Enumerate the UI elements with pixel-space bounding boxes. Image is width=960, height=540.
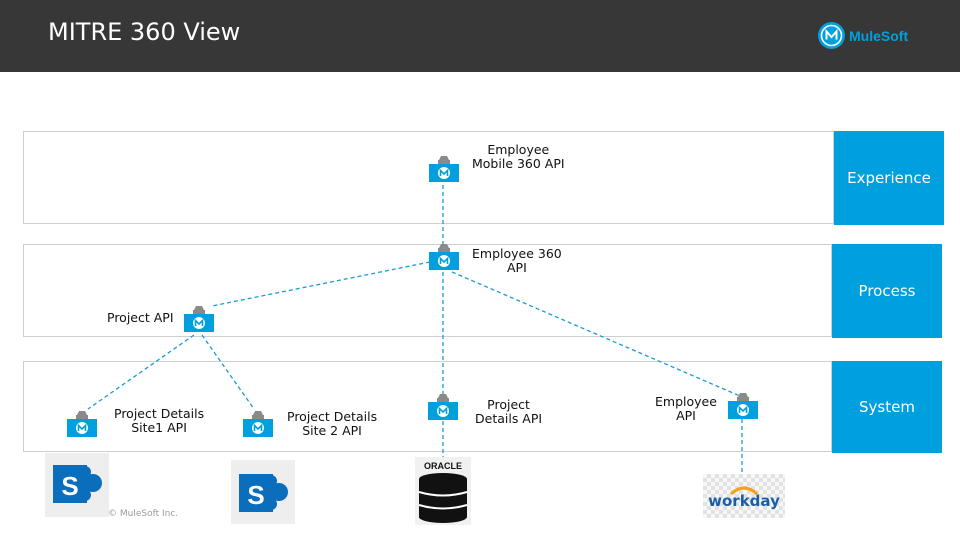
mulesoft-logo: MuleSoft (818, 22, 908, 49)
sharepoint-letter: S (61, 471, 78, 501)
oracle-label: ORACLE (424, 461, 462, 471)
link-project-to-site1 (87, 334, 195, 410)
project-details-site1-api-label: Project Details Site1 API (114, 406, 205, 435)
process-layer (23, 244, 832, 337)
employee-api-label: Employee API (655, 394, 717, 423)
experience-layer-tag: Experience (834, 131, 944, 225)
link-project-to-site2 (201, 334, 255, 410)
header-bar: MITRE 360 View MuleSoft (0, 0, 960, 72)
employee-360-api-label: Employee 360 API (472, 246, 562, 275)
link-employee360-to-employee (451, 271, 741, 397)
project-api-label: Project API (107, 310, 174, 325)
system-layer (23, 361, 832, 452)
sharepoint-icon: S (231, 460, 295, 524)
employee-mobile-360-api-icon[interactable] (428, 155, 460, 183)
project-details-site1-api-icon[interactable] (66, 410, 98, 438)
sharepoint-letter: S (247, 480, 264, 510)
sharepoint-icon: S (45, 453, 109, 517)
project-details-site2-api-icon[interactable] (242, 410, 274, 438)
project-api-icon[interactable] (183, 305, 215, 333)
oracle-database-icon: ORACLE (415, 457, 471, 525)
employee-api-icon[interactable] (727, 392, 759, 420)
page-title: MITRE 360 View (48, 18, 241, 46)
project-details-api-label: Project Details API (475, 397, 543, 426)
process-layer-tag: Process (832, 244, 942, 338)
workday-logo-icon: workday (703, 474, 785, 518)
mulesoft-logo-icon (818, 22, 845, 49)
workday-label: workday (708, 492, 780, 510)
brand-name: MuleSoft (849, 27, 909, 44)
copyright-text: © MuleSoft Inc. (108, 509, 179, 519)
link-employee360-to-project (211, 261, 431, 307)
system-layer-tag: System (832, 361, 942, 453)
project-details-site2-api-label: Project Details Site 2 API (287, 409, 378, 438)
project-details-api-icon[interactable] (427, 393, 459, 421)
employee-360-api-icon[interactable] (428, 243, 460, 271)
experience-layer (23, 131, 834, 224)
employee-mobile-360-api-label: Employee Mobile 360 API (472, 142, 565, 171)
